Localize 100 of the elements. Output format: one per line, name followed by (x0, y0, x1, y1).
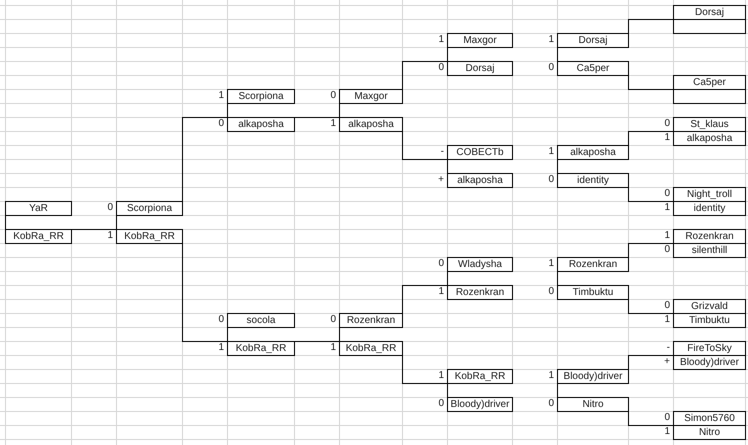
player-name: alkaposha (448, 173, 513, 187)
player-name: Scorpiona (117, 202, 183, 216)
match-score: 0 (218, 313, 224, 327)
player-name: Ca5per (674, 76, 745, 90)
match-score: 0 (548, 397, 554, 411)
match-score: 0 (664, 187, 670, 201)
player-name: identity (558, 173, 629, 187)
match-box (447, 369, 513, 412)
match-score: 1 (664, 229, 670, 243)
match-score: 0 (438, 397, 444, 411)
match-score: 0 (330, 89, 336, 103)
match-box (557, 369, 629, 412)
player-name: Dorsaj (674, 6, 745, 20)
bracket-connector (628, 187, 674, 202)
player-name: Scorpiona (228, 90, 295, 104)
player-name: Nitro (558, 397, 629, 411)
match-score: 1 (548, 369, 554, 383)
match-box (673, 411, 746, 440)
match-score: 1 (548, 257, 554, 271)
match-box (227, 89, 295, 132)
player-name: COBECTb (448, 146, 513, 160)
bracket-connector (402, 61, 448, 90)
match-score: 1 (548, 33, 554, 47)
match-box (5, 201, 72, 244)
match-box (673, 75, 746, 104)
match-score: 0 (548, 61, 554, 75)
player-name: Ca5per (558, 61, 629, 75)
match-score: 0 (218, 117, 224, 131)
player-name: alkaposha (228, 117, 295, 131)
bracket-connector (402, 131, 448, 160)
bracket-connector (628, 243, 674, 258)
player-name: socola (228, 314, 295, 328)
bracket-connector (402, 355, 448, 384)
match-score: 0 (664, 299, 670, 313)
match-box (673, 299, 746, 328)
match-score: 1 (330, 117, 336, 131)
match-score: 1 (548, 145, 554, 159)
match-score: - (666, 341, 670, 355)
match-box (447, 33, 513, 76)
match-score: 0 (438, 257, 444, 271)
player-name: alkaposha (558, 146, 629, 160)
match-score: + (438, 173, 444, 187)
bracket-connector (628, 299, 674, 314)
match-score: 0 (664, 117, 670, 131)
match-box (339, 313, 403, 356)
match-box (557, 257, 629, 300)
bracket-connector (628, 355, 674, 370)
match-score: 1 (218, 89, 224, 103)
match-score: 1 (664, 131, 670, 145)
bracket-connector (182, 243, 228, 342)
match-box (447, 257, 513, 300)
player-name: Bloody)driver (448, 397, 513, 411)
match-score: 0 (107, 201, 113, 215)
match-box (557, 33, 629, 76)
player-name: Rozenkran (340, 314, 403, 328)
match-box (673, 229, 746, 258)
player-name: KobRa_RR (6, 229, 72, 243)
player-name: Dorsaj (448, 61, 513, 75)
match-score: 1 (438, 369, 444, 383)
match-box (673, 117, 746, 146)
player-name: Rozenkran (558, 258, 629, 272)
match-box (673, 5, 746, 34)
match-box (339, 89, 403, 132)
player-name: Timbuktu (558, 285, 629, 299)
match-score: 1 (664, 425, 670, 439)
player-name: KobRa_RR (228, 341, 295, 355)
match-box (227, 313, 295, 356)
bracket-connector (402, 285, 448, 314)
match-box (116, 201, 183, 244)
bracket-connector (628, 131, 674, 146)
player-name: Dorsaj (558, 34, 629, 48)
bracket-connector (71, 229, 117, 230)
bracket-connector (182, 117, 228, 202)
player-name: Maxgor (340, 90, 403, 104)
bracket-connector (628, 75, 674, 90)
match-score: + (664, 355, 670, 369)
match-score: 1 (438, 33, 444, 47)
match-score: 1 (107, 229, 113, 243)
match-score: 1 (330, 341, 336, 355)
match-score: 0 (548, 285, 554, 299)
player-name: alkaposha (340, 117, 403, 131)
match-box (673, 187, 746, 216)
player-name: KobRa_RR (117, 229, 183, 243)
match-score: 1 (218, 341, 224, 355)
bracket-connector (628, 411, 674, 426)
match-score: 0 (548, 173, 554, 187)
match-score: 0 (664, 411, 670, 425)
match-score: 0 (664, 243, 670, 257)
player-name: KobRa_RR (448, 370, 513, 384)
player-name: Wladysha (448, 258, 513, 272)
bracket-connector (294, 341, 340, 342)
match-box (557, 145, 629, 188)
match-score: 1 (438, 285, 444, 299)
player-name: Maxgor (448, 34, 513, 48)
match-score: - (440, 145, 444, 159)
match-score: 0 (330, 313, 336, 327)
bracket-connector (294, 117, 340, 118)
bracket-connector (628, 19, 674, 34)
player-name: Bloody)driver (558, 370, 629, 384)
match-score: 1 (664, 201, 670, 215)
